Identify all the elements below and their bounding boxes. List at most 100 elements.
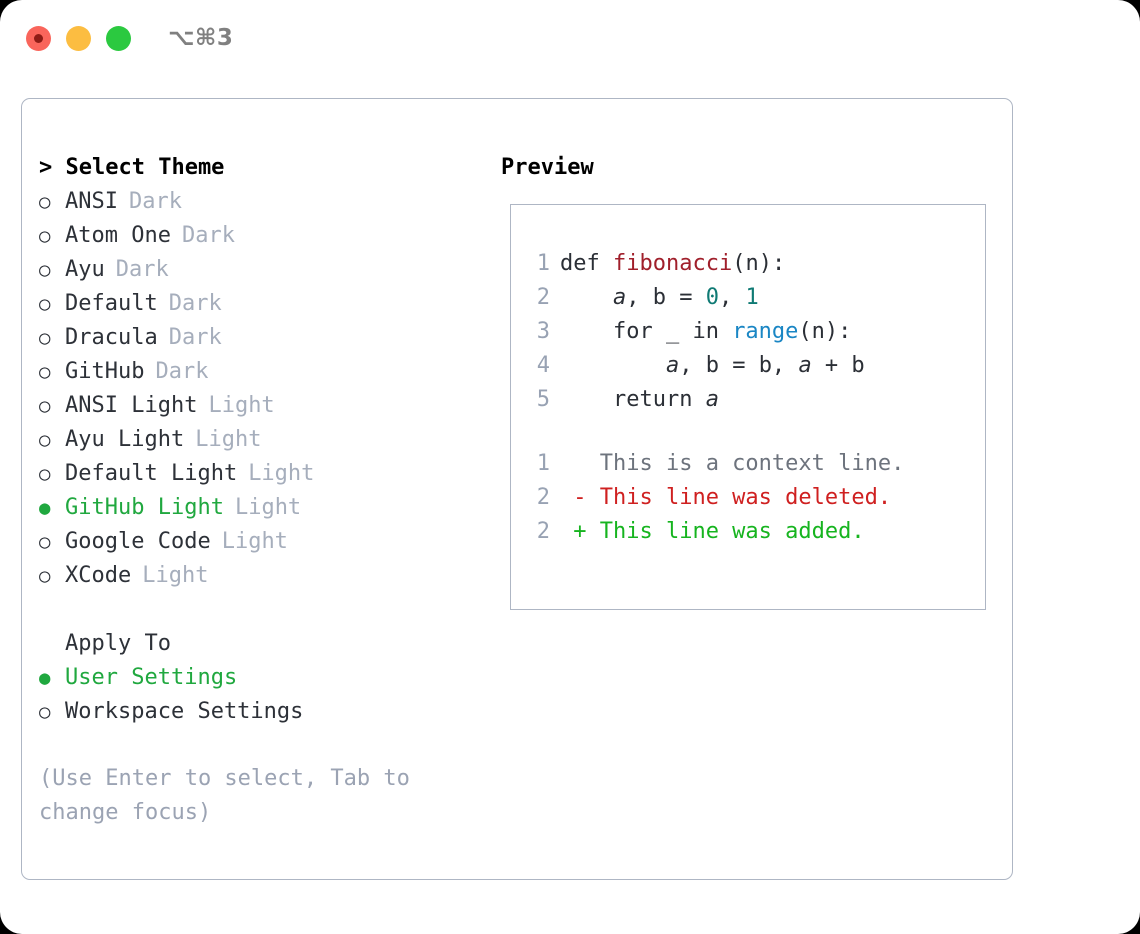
code-line-text: return a [560, 383, 719, 417]
title-bar: ⌥⌘3 [0, 0, 1140, 76]
close-button[interactable] [26, 26, 51, 51]
radio-selected-icon: ● [39, 497, 51, 519]
code-token: a [705, 387, 719, 412]
code-line-text: def fibonacci(n): [560, 247, 785, 281]
code-line: 1 def fibonacci(n): [524, 247, 977, 281]
option-label: Ayu [65, 257, 105, 282]
code-line: 5 return a [524, 383, 977, 417]
option-variant-label: Dark [168, 325, 222, 350]
option-label: GitHub [65, 359, 145, 384]
line-number: 4 [536, 353, 550, 378]
code-token: for _ in [560, 319, 733, 344]
code-token [560, 285, 613, 310]
option-row[interactable]: ● GitHub Light Light [39, 491, 479, 525]
option-label: GitHub Light [65, 495, 224, 520]
code-token: (n): [798, 319, 852, 344]
option-variant-label: Light [142, 563, 209, 588]
option-label: Atom One [65, 223, 171, 248]
code-token: a [798, 353, 812, 378]
option-variant-label: Dark [168, 291, 222, 316]
code-line: 3 for _ in range(n): [524, 315, 977, 349]
diff-gap [524, 417, 977, 447]
minimize-button[interactable] [66, 26, 91, 51]
radio-unselected-icon: ○ [39, 531, 51, 553]
option-variant-label: Light [208, 393, 275, 418]
code-token: 1 [745, 285, 759, 310]
code-line-text: a, b = b, a + b [560, 349, 865, 383]
diff-line: 1 This is a context line. [524, 447, 977, 481]
line-number: 2 [536, 485, 550, 510]
option-row[interactable]: ●User Settings [39, 661, 479, 695]
option-label: ANSI [65, 189, 118, 214]
option-row[interactable]: ○ Workspace Settings [39, 695, 479, 729]
code-token: (n): [732, 251, 786, 276]
preview-heading: Preview [501, 155, 594, 180]
option-variant-label: Light [248, 461, 315, 486]
code-token: return [560, 387, 706, 412]
line-number: 1 [536, 251, 550, 276]
diff-line: 2 + This line was added. [524, 515, 977, 549]
code-line: 2 a, b = 0, 1 [524, 281, 977, 315]
code-token: a [612, 285, 627, 310]
radio-unselected-icon: ○ [39, 225, 51, 247]
option-variant-label: Dark [181, 223, 235, 248]
option-label: Default [65, 291, 158, 316]
option-row[interactable]: ○ Atom One Dark [39, 219, 479, 253]
code-line: 4 a, b = b, a + b [524, 349, 977, 383]
line-number: 2 [536, 285, 550, 310]
code-line-text: a, b = 0, 1 [560, 281, 759, 315]
option-variant-label: Light [234, 495, 302, 520]
code-token: , [718, 285, 746, 310]
line-number: 3 [536, 319, 550, 344]
apply-to-heading: Apply To [65, 631, 171, 656]
radio-unselected-icon: ○ [39, 259, 51, 281]
option-label: Dracula [65, 325, 158, 350]
option-variant-label: Dark [115, 257, 169, 282]
code-token: , b = [626, 285, 706, 310]
option-variant-label: Light [195, 427, 262, 452]
maximize-button[interactable] [106, 26, 131, 51]
code-token: range [732, 319, 799, 344]
radio-unselected-icon: ○ [39, 565, 51, 587]
apply-to-option-list[interactable]: ●User Settings ○ Workspace Settings [39, 661, 479, 729]
radio-unselected-icon: ○ [39, 293, 51, 315]
option-label: Workspace Settings [65, 699, 304, 724]
select-theme-heading: > Select Theme [39, 155, 225, 180]
radio-unselected-icon: ○ [39, 327, 51, 349]
option-row[interactable]: ○ ANSI Dark [39, 185, 479, 219]
line-number: 5 [536, 387, 550, 412]
option-row[interactable]: ○ Ayu Light Light [39, 423, 479, 457]
line-number: 1 [536, 451, 550, 476]
option-variant-label: Dark [128, 189, 182, 214]
option-label: Default Light [65, 461, 238, 486]
list-spacer [39, 593, 479, 627]
option-row[interactable]: ○ GitHub Dark [39, 355, 479, 389]
code-token: def [560, 251, 613, 276]
radio-unselected-icon: ○ [39, 429, 51, 451]
radio-unselected-icon: ○ [39, 701, 51, 723]
line-number: 2 [536, 519, 550, 544]
radio-unselected-icon: ○ [39, 191, 51, 213]
option-variant-label: Light [221, 529, 288, 554]
code-token [560, 353, 666, 378]
option-row[interactable]: ○ Default Dark [39, 287, 479, 321]
radio-unselected-icon: ○ [39, 361, 51, 383]
diff-line-text: + This line was added. [560, 519, 865, 544]
diff-line-text: - This line was deleted. [560, 485, 892, 510]
option-label: Ayu Light [65, 427, 185, 452]
option-row[interactable]: ○ Dracula Dark [39, 321, 479, 355]
option-variant-label: Dark [155, 359, 209, 384]
keyboard-hint-text: (Use Enter to select, Tab to change focu… [39, 766, 410, 825]
diff-line: 2 - This line was deleted. [524, 481, 977, 515]
option-row[interactable]: ○ Ayu Dark [39, 253, 479, 287]
code-token: a [665, 353, 680, 378]
